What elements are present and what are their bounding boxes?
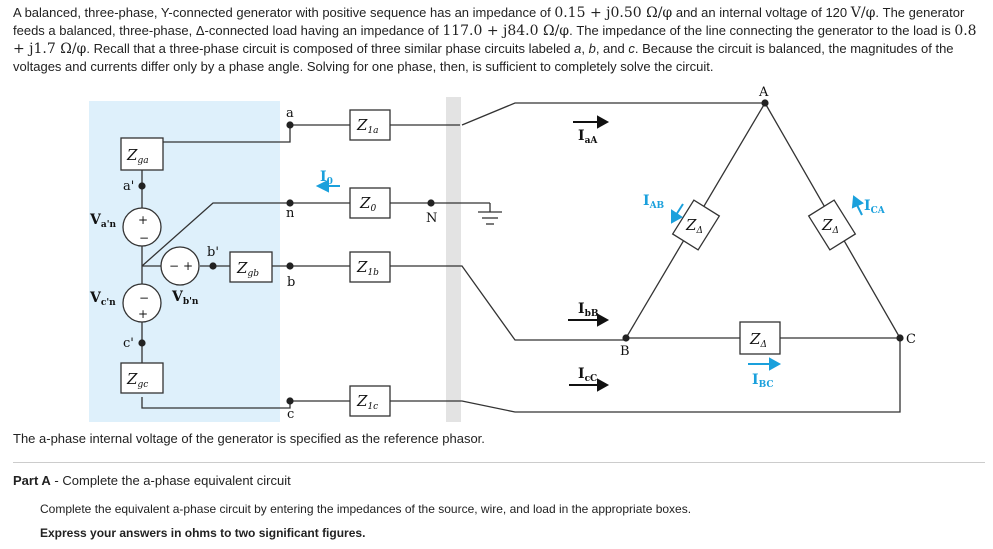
part-a-heading: Part A - Complete the a-phase equivalent… <box>13 473 291 488</box>
zgc-label: Zgc <box>126 370 148 390</box>
zgb-label: Zgb <box>236 259 259 279</box>
z1a-label: Z1a <box>356 116 379 136</box>
vb-source <box>160 246 200 286</box>
node-n-dot <box>286 199 294 207</box>
ica-label: ICA <box>864 198 886 216</box>
voltage-unit: V/φ <box>850 5 876 21</box>
reference-text: The a-phase internal voltage of the gene… <box>13 431 485 446</box>
node-C-label: C <box>906 332 916 347</box>
load-impedance: 117.0 + j84.0 Ω/φ <box>442 23 570 39</box>
z1b-label: Z1b <box>356 258 379 278</box>
van-label: Va'n <box>89 212 116 230</box>
node-b-dot <box>286 262 294 270</box>
ibb-label: IbB <box>578 301 599 319</box>
zdelta-right-label: ZΔ <box>821 216 839 236</box>
node-cp-dot <box>138 339 146 347</box>
instructions: Complete the equivalent a-phase circuit … <box>40 502 692 516</box>
vbn-label: Vb'n <box>171 289 199 307</box>
node-A-label: A <box>758 85 769 100</box>
node-bp-dot <box>209 262 217 270</box>
z1b-box <box>349 251 391 283</box>
problem-text: . The generator feeds a balanced, three-… <box>13 5 965 38</box>
node-n-label: n <box>286 206 295 221</box>
va-minus: − <box>139 231 149 245</box>
zga-box <box>120 137 164 171</box>
vc-minus: − <box>139 291 149 305</box>
phase-label: b <box>588 41 596 56</box>
iab-label: IAB <box>643 193 665 211</box>
z0-box <box>349 187 391 219</box>
problem-text: . The impedance of the line connecting t… <box>569 23 955 38</box>
ibc-label: IBC <box>752 372 774 390</box>
zdelta-left-label: ZΔ <box>685 216 703 236</box>
problem-text: A balanced, three-phase, Y-connected gen… <box>13 5 555 20</box>
part-a-dash: - <box>50 473 63 488</box>
node-c-label: c <box>287 407 294 422</box>
node-bp-label: b' <box>207 245 219 260</box>
three-phase-circuit-diagram: Zga Zgb Zgc Z1a Z0 Z1b Z1c ZΔ ZΔ ZΔ a a'… <box>89 85 916 422</box>
part-a-title: Complete the a-phase equivalent circuit <box>62 473 291 488</box>
problem-text: and an internal voltage of 120 <box>672 5 851 20</box>
generator-impedance: 0.15 + j0.50 Ω/φ <box>554 5 673 21</box>
node-ap-dot <box>138 182 146 190</box>
problem-text: . Because the circuit is balanced, the m… <box>13 41 954 74</box>
va-source <box>122 207 162 247</box>
z0-label: Z0 <box>359 194 376 214</box>
ground-icon <box>478 211 502 225</box>
neutral-bar <box>446 97 461 422</box>
zdelta-bottom-label: ZΔ <box>749 330 767 350</box>
vc-source <box>122 283 162 323</box>
problem-statement: A balanced, three-phase, Y-connected gen… <box>13 4 985 75</box>
problem-text: , and <box>595 41 629 56</box>
express-instructions: Express your answers in ohms to two sign… <box>40 526 366 540</box>
z1c-box <box>349 385 391 417</box>
node-B-dot <box>622 334 630 342</box>
icc-label: IcC <box>578 366 597 384</box>
node-cp-label: c' <box>123 336 134 351</box>
vcn-label: Vc'n <box>89 290 116 308</box>
zgc-box <box>120 362 164 394</box>
node-b-label: b <box>287 275 295 290</box>
z1a-box <box>349 109 391 141</box>
node-N-dot <box>427 199 435 207</box>
line-impedance: 0.8 + j1.7 Ω/φ <box>13 23 977 57</box>
z1c-label: Z1c <box>356 392 378 412</box>
zdelta-left-box <box>671 199 721 251</box>
node-a-label: a <box>286 106 294 121</box>
iaa-label: IaA <box>578 128 598 146</box>
zdelta-right-box <box>807 199 857 251</box>
node-A-dot <box>761 99 769 107</box>
node-ap-label: a' <box>123 179 134 194</box>
zgb-box <box>229 251 273 283</box>
vc-plus: + <box>138 307 148 321</box>
part-a-label: Part A <box>13 473 51 488</box>
zga-label: Zga <box>126 146 149 166</box>
vb-minus: − <box>169 259 179 273</box>
vb-plus: + <box>183 259 193 273</box>
node-N-label: N <box>426 211 437 226</box>
problem-text: , <box>581 41 589 56</box>
phase-label: c <box>628 41 635 56</box>
node-C-dot <box>896 334 904 342</box>
io-label: I0 <box>320 169 333 187</box>
problem-text: . Recall that a three-phase circuit is c… <box>86 41 575 56</box>
zdelta-bottom-box <box>739 321 781 355</box>
va-plus: + <box>138 213 148 227</box>
divider <box>13 462 985 463</box>
node-c-dot <box>286 397 294 405</box>
node-B-label: B <box>620 344 630 359</box>
phase-label: a <box>574 41 582 56</box>
node-a-dot <box>286 121 294 129</box>
